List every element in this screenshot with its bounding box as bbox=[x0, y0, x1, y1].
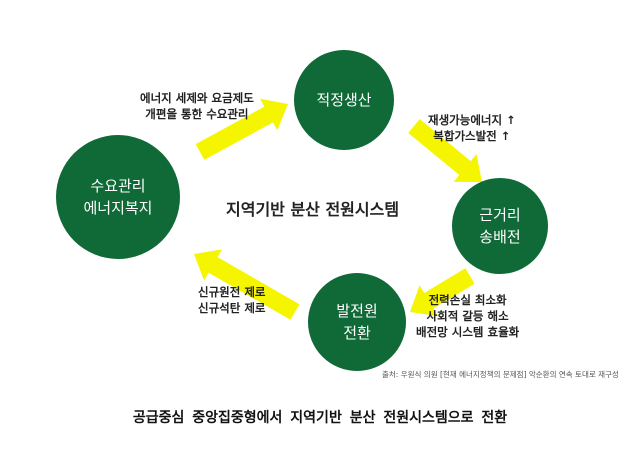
arrow-demand-to-production bbox=[195, 98, 288, 160]
label-generation-to-demand: 신규원전 제로 신규석탄 제로 bbox=[198, 285, 266, 315]
label-production-to-transmission: 재생가능에너지 ↑ 복합가스발전 ↑ bbox=[428, 113, 516, 143]
label-demand-to-production: 에너지 세제와 요금제도 개편을 통한 수요관리 bbox=[140, 91, 254, 121]
node-demand-management: 수요관리 에너지복지 bbox=[56, 135, 180, 259]
caption: 공급중심 중앙집중형에서 지역기반 분산 전원시스템으로 전환 bbox=[132, 410, 508, 426]
source-note: 출처: 우원식 의원 [현재 에너지정책의 문제점] 악순환의 연속 토대로 재… bbox=[382, 370, 619, 379]
arrow-generation-to-demand bbox=[194, 249, 300, 320]
node-generation-transition: 발전원 전환 bbox=[308, 273, 406, 371]
label-transmission-to-generation: 전력손실 최소화 사회적 갈등 해소 배전망 시스템 효율화 bbox=[416, 293, 520, 339]
arrow-production-to-transmission bbox=[408, 119, 482, 182]
node-proper-production: 적정생산 bbox=[294, 50, 394, 150]
node-short-distance-transmission: 근거리 송배전 bbox=[452, 178, 548, 274]
center-title: 지역기반 분산 전원시스템 bbox=[226, 200, 400, 219]
arrow-transmission-to-generation bbox=[410, 268, 475, 317]
